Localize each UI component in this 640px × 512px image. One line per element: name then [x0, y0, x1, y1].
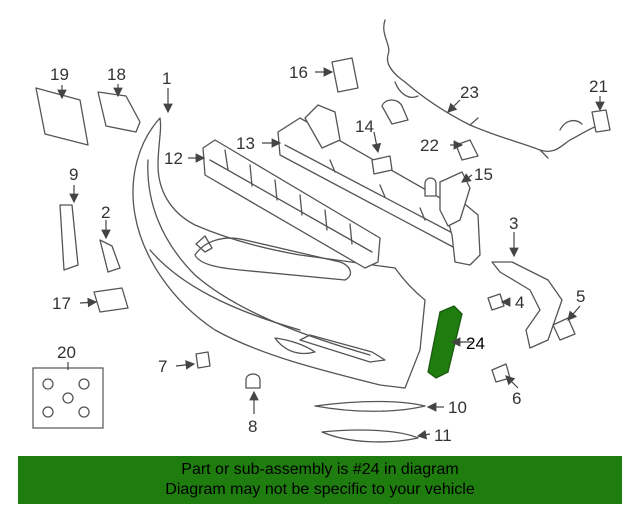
callout-1: 1 [162, 69, 171, 88]
callout-16: 16 [289, 63, 308, 82]
sensors [331, 57, 611, 197]
callout-3: 3 [509, 214, 518, 233]
callout-5: 5 [576, 287, 585, 306]
callout-7: 7 [158, 357, 167, 376]
callout-14: 14 [355, 117, 374, 136]
callout-6: 6 [512, 389, 521, 408]
bracket-15 [439, 171, 471, 227]
side-marker-lamps [35, 87, 141, 273]
leader-lines [57, 67, 605, 440]
reinforcement-beam [277, 104, 481, 266]
bracket-5 [552, 317, 576, 341]
info-banner: Part or sub-assembly is #24 in diagram D… [18, 456, 622, 504]
callout-23: 23 [460, 83, 479, 102]
callout-12: 12 [164, 149, 183, 168]
callout-24: 24 [466, 334, 485, 353]
callout-17: 17 [52, 294, 71, 313]
callout-8: 8 [248, 417, 257, 436]
fog-lamp-17 [93, 287, 129, 313]
callout-20: 20 [57, 343, 76, 362]
callout-2: 2 [101, 203, 110, 222]
callout-22: 22 [420, 136, 439, 155]
grille-strip-11 [321, 429, 419, 443]
bumper-cover [132, 117, 426, 389]
parts-diagram: 1 19 18 16 23 21 22 14 13 12 15 9 2 3 17… [32, 19, 611, 445]
wiring-harness [383, 19, 601, 159]
molding-10 [314, 400, 426, 412]
callout-10: 10 [448, 398, 467, 417]
callout-11: 11 [434, 426, 452, 445]
banner-line-1: Part or sub-assembly is #24 in diagram [181, 461, 459, 478]
bracket-3 [491, 261, 563, 349]
callout-4: 4 [515, 293, 524, 312]
highlighted-part-24 [427, 305, 463, 379]
callout-9: 9 [69, 165, 78, 184]
callout-21: 21 [589, 77, 608, 96]
callout-13: 13 [236, 134, 255, 153]
energy-absorber [202, 139, 381, 269]
callout-15: 15 [474, 165, 493, 184]
callout-19: 19 [50, 65, 69, 84]
screw-kit-20 [32, 367, 104, 429]
callout-18: 18 [107, 65, 126, 84]
banner-line-2: Diagram may not be specific to your vehi… [165, 481, 475, 498]
